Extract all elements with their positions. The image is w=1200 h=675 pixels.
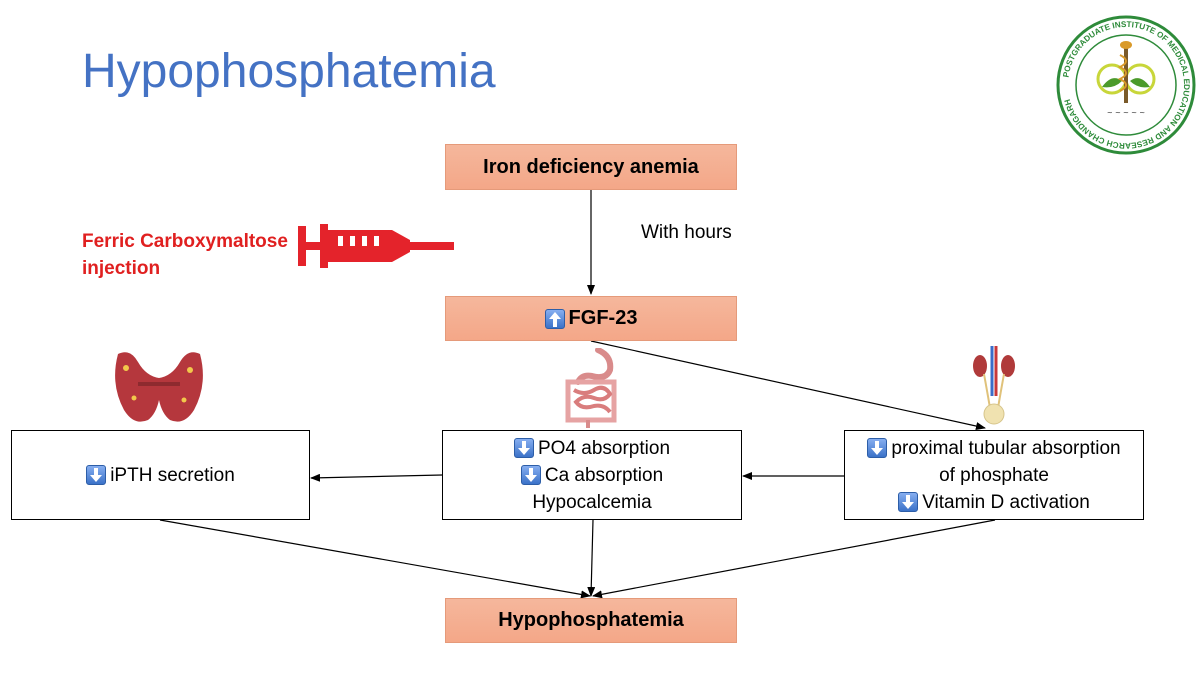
pgimer-logo: POSTGRADUATE INSTITUTE OF MEDICAL EDUCAT… (1056, 15, 1196, 155)
kidney-line-3: Vitamin D activation (922, 491, 1090, 513)
ferric-line-1: Ferric Carboxymaltose (82, 231, 288, 252)
intestine-illustration (565, 348, 617, 428)
ferric-line-2: injection (82, 258, 161, 279)
down-arrow-icon (867, 438, 888, 458)
arrow-gut-to-ipth (310, 473, 443, 482)
ferric-carboxymaltose-label: Ferric Carboxymaltose injection (82, 228, 288, 282)
with-hours-label: With hours (641, 222, 732, 243)
box-hypophosphatemia-result: Hypophosphatemia (445, 598, 737, 643)
svg-text:~ ~ ~ ~ ~: ~ ~ ~ ~ ~ (1107, 109, 1145, 117)
gut-line-3: Hypocalcemia (532, 491, 652, 513)
syringe-icon (298, 224, 454, 268)
arrow-kidney-to-result (592, 519, 996, 599)
gut-line-2: Ca absorption (544, 464, 664, 486)
arrow-gut-to-result (587, 519, 596, 597)
box-gut-absorption: PO4 absorption Ca absorption Hypocalcemi… (442, 430, 742, 520)
down-arrow-icon (86, 465, 107, 485)
arrow-fgf-to-kidney (590, 340, 986, 430)
down-arrow-icon (513, 438, 534, 458)
box-result-label: Hypophosphatemia (498, 609, 684, 631)
box-kidney: proximal tubular absorption of phosphate… (844, 430, 1144, 520)
box-ipth-label: iPTH secretion (110, 464, 235, 486)
kidney-line-1: proximal tubular absorption (891, 437, 1121, 459)
box-fgf-label: FGF-23 (568, 307, 638, 329)
arrow-ipth-to-result (159, 519, 591, 599)
down-arrow-icon (520, 465, 541, 485)
box-iron-label: Iron deficiency anemia (483, 155, 699, 178)
up-arrow-icon (544, 308, 565, 329)
box-ipth: iPTH secretion (11, 430, 310, 520)
box-fgf23: FGF-23 (445, 296, 737, 341)
kidney-line-2: of phosphate (939, 464, 1049, 486)
down-arrow-icon (898, 492, 919, 512)
box-iron-deficiency: Iron deficiency anemia (445, 144, 737, 190)
gut-line-1: PO4 absorption (537, 437, 671, 459)
thyroid-illustration (115, 352, 203, 422)
slide-title: Hypophosphatemia (82, 45, 496, 98)
kidney-illustration (973, 346, 1015, 425)
